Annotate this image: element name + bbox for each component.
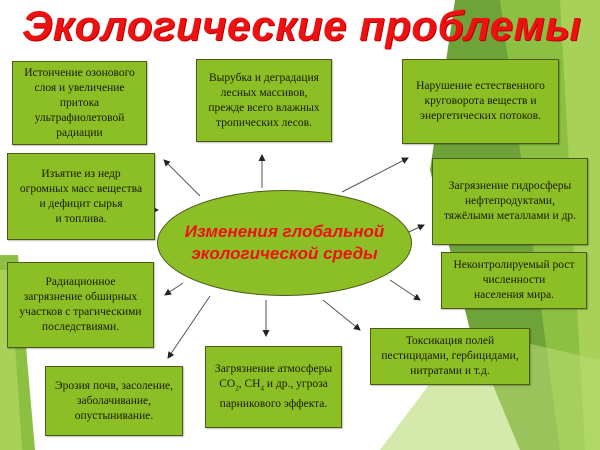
problem-text: Вырубка и деградация лесных массивов, пр… [208, 71, 320, 129]
problem-text: Истончение озонового слоя и увеличение п… [24, 66, 135, 139]
problem-text: Эрозия почв, засоление, заболачивание, о… [54, 379, 173, 422]
center-label: Изменения глобальной экологической среды [184, 222, 385, 263]
problem-ozone: Истончение озонового слоя и увеличение п… [12, 61, 147, 145]
problem-toxication: Токсикация полей пестицидами, гербицидам… [370, 328, 530, 385]
problem-radiation: Радиационное загрязнение обширных участк… [7, 262, 154, 348]
problem-cycle: Нарушение естественного круговорота веще… [402, 59, 559, 144]
problem-text: Неконтролируемый рост численности населе… [453, 259, 575, 301]
problem-text: Токсикация полей пестицидами, гербицидам… [381, 335, 519, 377]
problem-erosion: Эрозия почв, засоление, заболачивание, о… [45, 366, 183, 436]
page-title: Экологические проблемы [22, 2, 582, 49]
problem-text: Радиационное загрязнение обширных участк… [19, 276, 142, 333]
problem-text: Загрязнение гидросферы нефтепродуктами, … [443, 180, 577, 222]
center-node: Изменения глобальной экологической среды [157, 190, 412, 296]
problem-text: Нарушение естественного круговорота веще… [416, 80, 545, 122]
problem-deforestation: Вырубка и деградация лесных массивов, пр… [196, 59, 332, 142]
problem-text: Изъятие из недр огромных масс вещества и… [19, 167, 143, 225]
problem-extraction: Изъятие из недр огромных масс вещества и… [7, 153, 155, 240]
problem-hydrosphere: Загрязнение гидросферы нефтепродуктами, … [432, 158, 588, 245]
problem-population: Неконтролируемый рост численности населе… [441, 252, 587, 309]
problem-text: Загрязнение атмосферы CO2, CH4 и др., уг… [214, 363, 333, 410]
problem-atmosphere: Загрязнение атмосферы CO2, CH4 и др., уг… [205, 346, 342, 428]
